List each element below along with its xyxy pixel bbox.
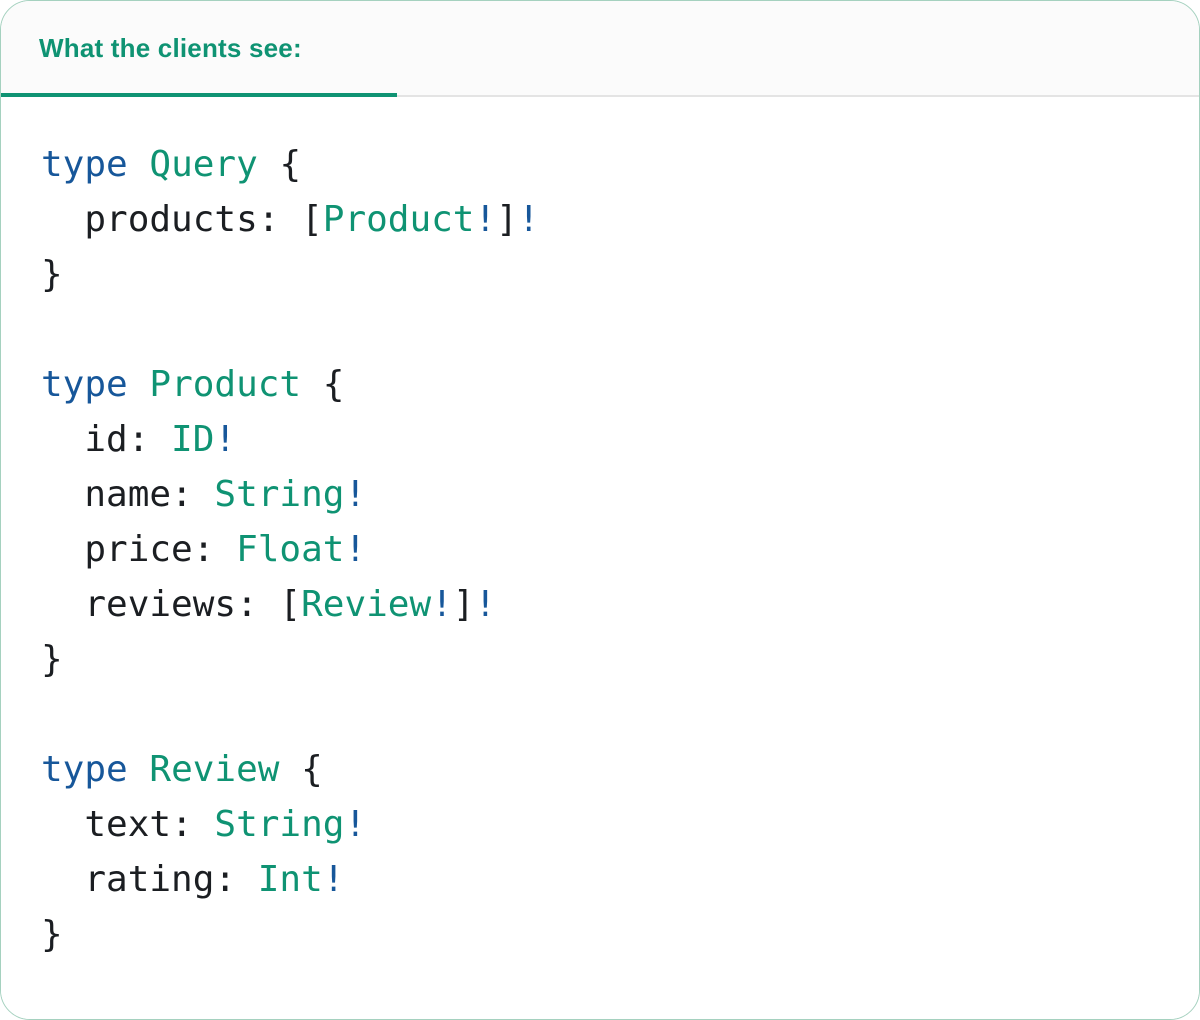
code-token: type [41,364,128,405]
code-line: text: String! [41,797,1159,852]
code-token: ! [474,584,497,625]
code-area: type Query { products: [Product!]!}type … [1,97,1199,1019]
code-token: type [41,749,128,790]
code-token: } [41,914,63,955]
code-line: } [41,907,1159,962]
code-token: Query [149,144,258,185]
code-token: type [41,144,128,185]
code-line [41,302,1159,357]
code-token: ] [496,199,518,240]
code-token: ! [214,419,237,460]
code-line: rating: Int! [41,852,1159,907]
code-token: price: [41,529,237,570]
code-block: type Query { products: [Product!]!}type … [41,137,1159,962]
code-token: ! [344,804,367,845]
code-token: } [41,639,63,680]
code-token: Product [322,199,475,240]
code-line: type Review { [41,742,1159,797]
code-token: rating: [41,859,258,900]
code-token: ! [431,584,453,625]
code-token: ! [344,529,367,570]
code-token: { [301,364,345,405]
code-token [128,364,150,405]
tab-what-clients-see[interactable]: What the clients see: [1,1,302,95]
code-token: id: [41,419,172,460]
code-line: type Product { [41,357,1159,412]
code-token: ! [322,859,345,900]
code-token: Int [257,859,323,900]
code-token: ID [171,419,215,460]
code-line: products: [Product!]! [41,192,1159,247]
code-token: String [214,474,345,515]
code-token: reviews: [ [41,584,302,625]
code-line [41,687,1159,742]
code-token: ] [452,584,475,625]
code-token: products: [ [41,199,323,240]
code-token: Product [149,364,302,405]
code-token: String [214,804,345,845]
code-line: type Query { [41,137,1159,192]
code-line: } [41,632,1159,687]
code-line: id: ID! [41,412,1159,467]
code-line: reviews: [Review!]! [41,577,1159,632]
code-token: } [41,254,63,295]
code-token: ! [344,474,367,515]
card-header: What the clients see: [1,1,1199,97]
code-token [128,749,150,790]
code-token: name: [41,474,215,515]
code-token: Float [236,529,345,570]
code-line: } [41,247,1159,302]
code-token: Review [301,584,432,625]
code-token: ! [474,199,497,240]
code-token: { [279,749,323,790]
code-line: price: Float! [41,522,1159,577]
code-token: ! [517,199,540,240]
code-token: { [257,144,302,185]
code-line: name: String! [41,467,1159,522]
code-token: text: [41,804,215,845]
tab-label: What the clients see: [39,32,302,63]
code-token: Review [149,749,280,790]
code-token [128,144,150,185]
active-tab-indicator [1,93,397,97]
